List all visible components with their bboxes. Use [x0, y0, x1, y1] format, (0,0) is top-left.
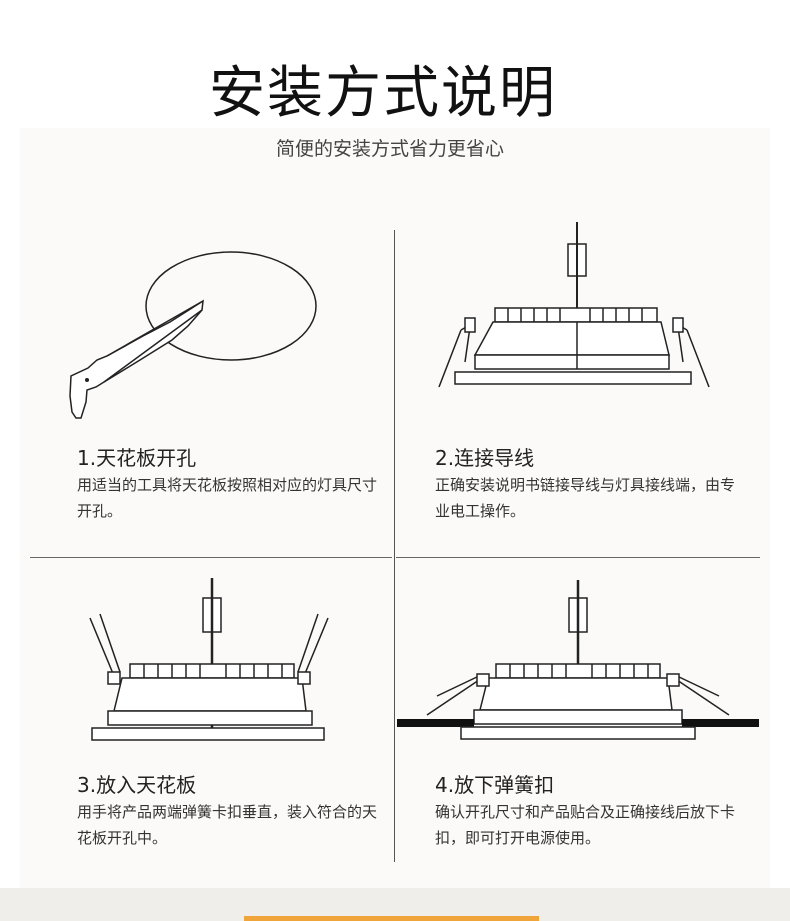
page-title: 安装方式说明 [209, 61, 557, 126]
divider-horizontal-left [30, 557, 392, 558]
step-4-desc: 确认开孔尺寸和产品贴合及正确接线后放下卡扣，即可打开电源使用。 [435, 803, 736, 847]
footer-band [0, 888, 790, 921]
step-1-desc: 用适当的工具将天花板按照相对应的灯具尺寸开孔。 [77, 476, 378, 520]
panel-light-clips-down-icon [397, 580, 759, 740]
panel-light-wiring-icon [438, 222, 710, 388]
divider-vertical-bottom [394, 557, 395, 862]
divider-horizontal-right [396, 557, 760, 558]
step-2-title: 2.连接导线 [435, 446, 535, 470]
step-2-desc: 正确安装说明书链接导线与灯具接线端，由专业电工操作。 [435, 476, 736, 520]
divider-vertical-top [394, 230, 395, 557]
step-4-title: 4.放下弹簧扣 [435, 773, 555, 797]
saw-cutting-hole-icon [69, 251, 317, 419]
step-3-title: 3.放入天花板 [77, 773, 197, 797]
footer-accent-bar [244, 916, 539, 921]
step-3-desc: 用手将产品两端弹簧卡扣垂直，装入符合的天花板开孔中。 [77, 803, 378, 847]
panel-light-insert-icon [89, 578, 329, 741]
step-1-title: 1.天花板开孔 [77, 446, 197, 470]
content-panel [20, 128, 770, 888]
page-subtitle: 简便的安装方式省力更省心 [275, 138, 504, 160]
